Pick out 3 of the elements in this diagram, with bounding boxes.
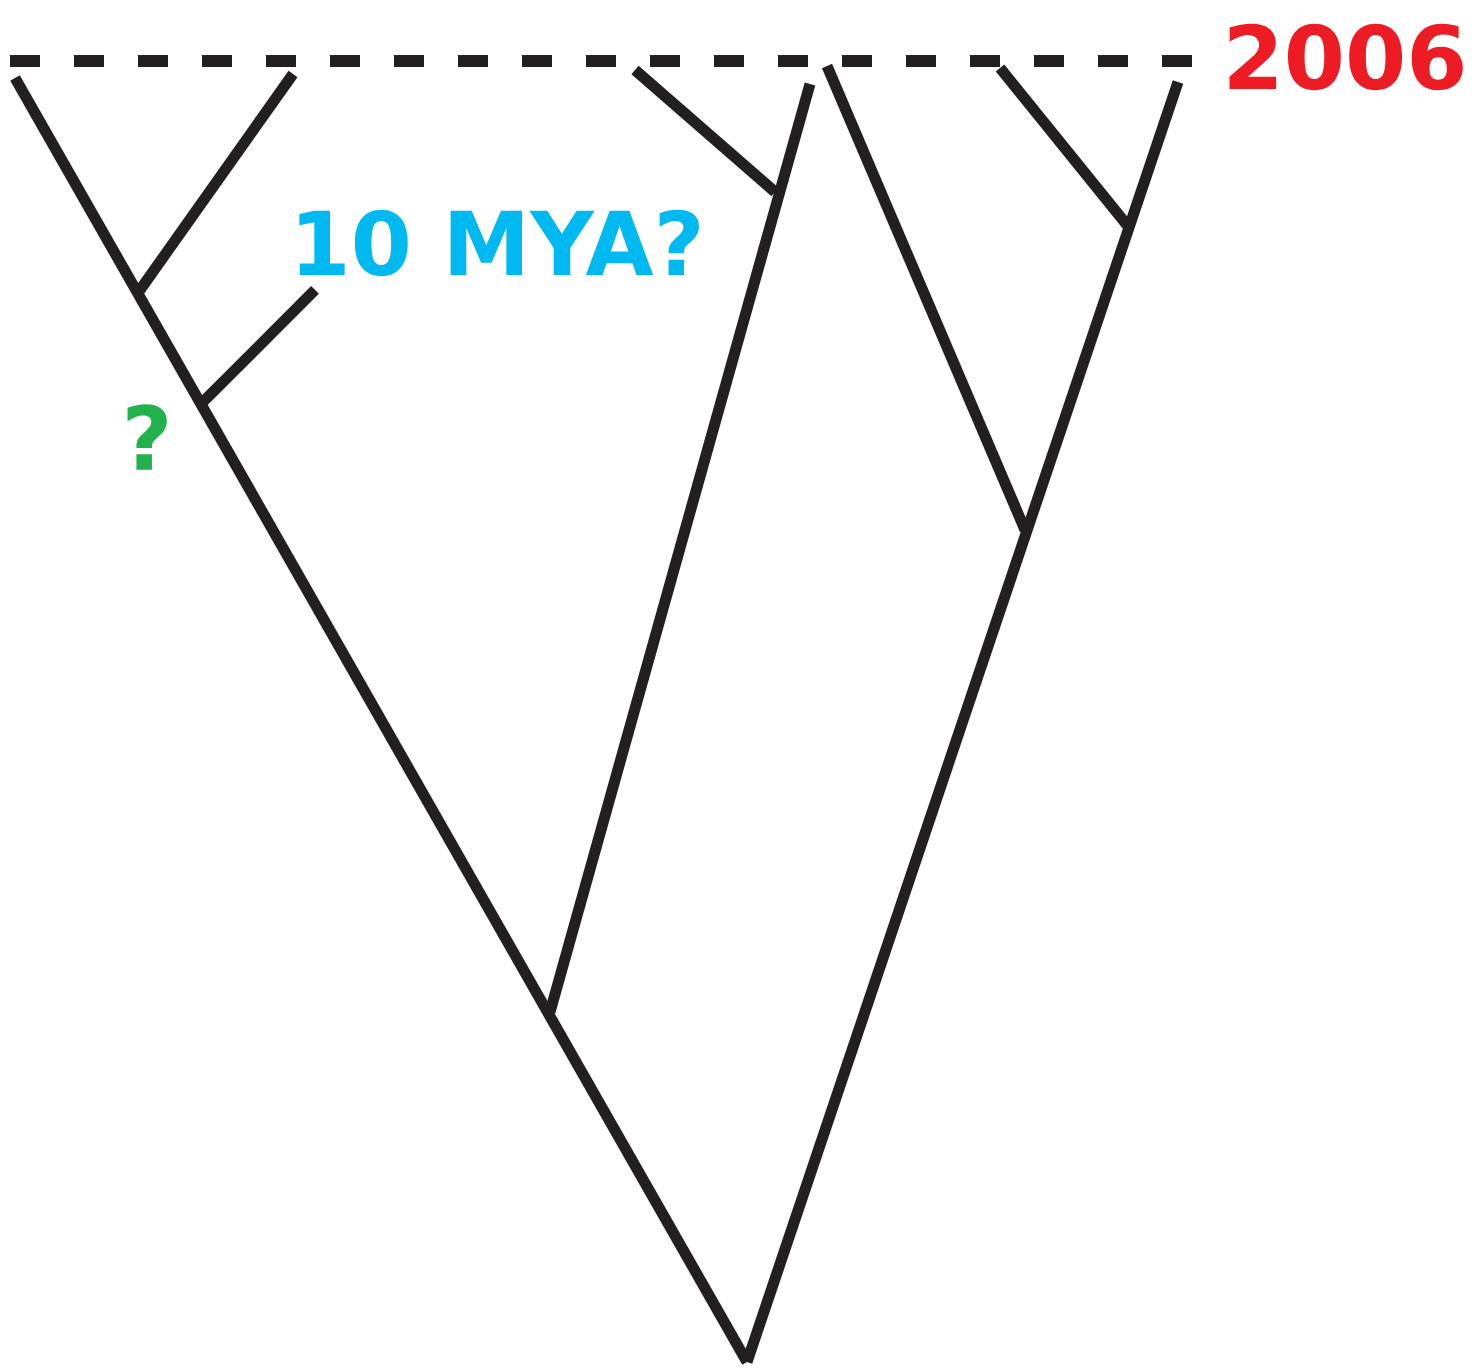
label: 10 MYA?: [299, 209, 699, 277]
label: 2006: [1229, 23, 1463, 91]
label: ?: [127, 404, 167, 470]
